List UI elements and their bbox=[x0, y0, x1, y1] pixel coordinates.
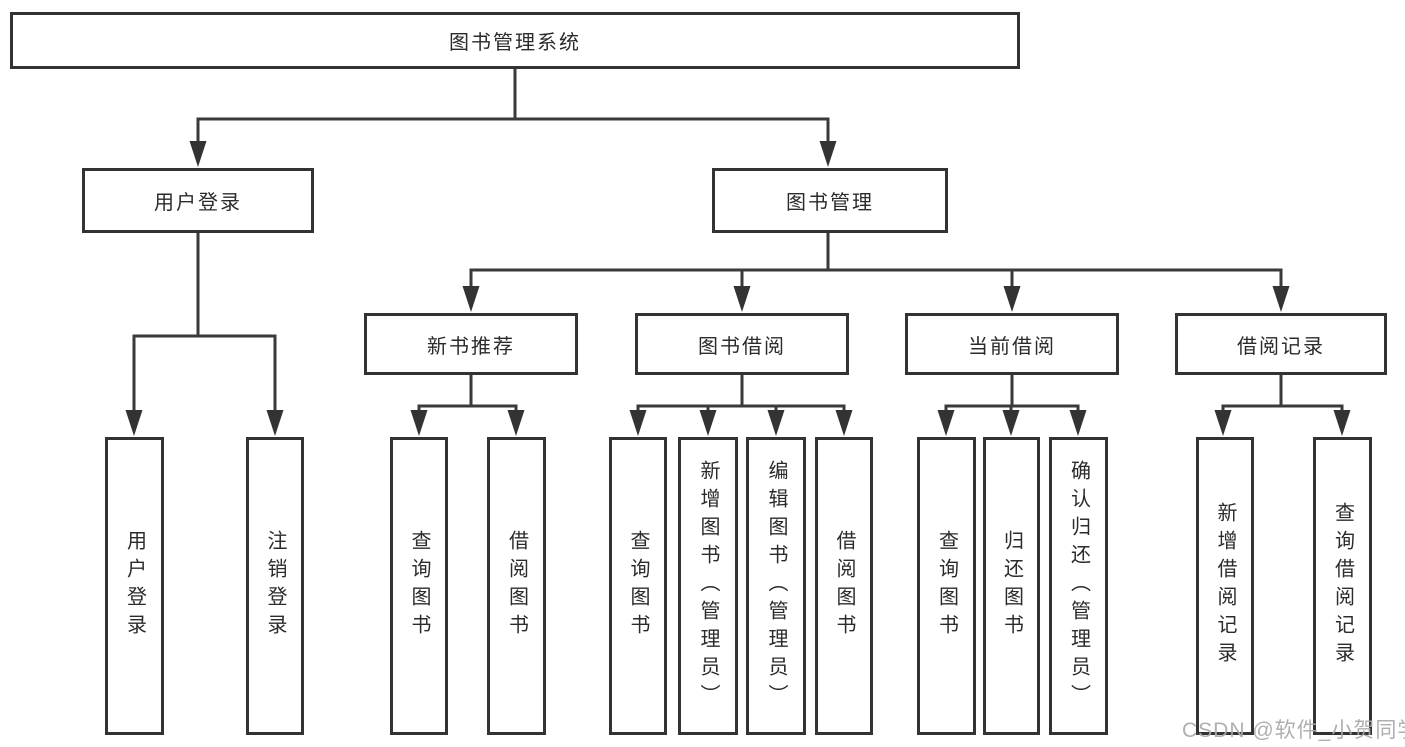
arrowhead-icons bbox=[125, 141, 1351, 436]
node-root-label: 图书管理系统 bbox=[449, 32, 581, 54]
node-user-login-label: 用户登录 bbox=[154, 192, 242, 214]
leaf-user-login-label: 用户登录 bbox=[123, 530, 146, 642]
node-book-borrowing-label: 图书借阅 bbox=[698, 335, 786, 358]
node-book-management-label: 图书管理 bbox=[786, 192, 874, 214]
leaf-return-books: 归还图书 bbox=[983, 437, 1040, 735]
csdn-watermark-text: CSDN @软件_小贺同学 bbox=[1182, 719, 1405, 742]
leaf-query-books-current: 查询图书 bbox=[917, 437, 976, 735]
node-book-borrowing: 图书借阅 bbox=[635, 313, 849, 375]
node-book-management: 图书管理 bbox=[712, 168, 948, 233]
leaf-add-borrow-record-label: 新增借阅记录 bbox=[1214, 502, 1236, 670]
leaf-add-books-admin-label: 新增图书（管理员） bbox=[697, 460, 719, 712]
leaf-logout: 注销登录 bbox=[246, 437, 304, 735]
leaf-query-books-recommend: 查询图书 bbox=[390, 437, 448, 735]
leaf-borrow-books: 借阅图书 bbox=[815, 437, 873, 735]
leaf-borrow-books-recommend-label: 借阅图书 bbox=[505, 530, 528, 642]
leaf-return-books-label: 归还图书 bbox=[1000, 530, 1023, 642]
leaf-borrow-books-label: 借阅图书 bbox=[833, 530, 855, 642]
leaf-borrow-books-recommend: 借阅图书 bbox=[487, 437, 546, 735]
leaf-user-login: 用户登录 bbox=[105, 437, 164, 735]
leaf-add-books-admin: 新增图书（管理员） bbox=[678, 437, 738, 735]
leaf-edit-books-admin: 编辑图书（管理员） bbox=[746, 437, 806, 735]
node-root-system: 图书管理系统 bbox=[10, 12, 1020, 69]
leaf-query-books-borrow-label: 查询图书 bbox=[627, 530, 649, 642]
node-borrowing-records: 借阅记录 bbox=[1175, 313, 1387, 375]
node-current-borrowing: 当前借阅 bbox=[905, 313, 1119, 375]
node-current-borrowing-label: 当前借阅 bbox=[968, 335, 1056, 358]
leaf-confirm-return-admin: 确认归还（管理员） bbox=[1049, 437, 1108, 735]
leaf-query-books-recommend-label: 查询图书 bbox=[408, 530, 430, 642]
leaf-confirm-return-admin-label: 确认归还（管理员） bbox=[1067, 460, 1090, 712]
node-user-login: 用户登录 bbox=[82, 168, 314, 233]
leaf-add-borrow-record: 新增借阅记录 bbox=[1196, 437, 1254, 735]
leaf-query-books-current-label: 查询图书 bbox=[935, 530, 958, 642]
leaf-query-books-borrow: 查询图书 bbox=[609, 437, 667, 735]
node-borrowing-records-label: 借阅记录 bbox=[1237, 335, 1325, 358]
leaf-logout-label: 注销登录 bbox=[264, 530, 286, 642]
node-new-book-recommendation: 新书推荐 bbox=[364, 313, 578, 375]
leaf-edit-books-admin-label: 编辑图书（管理员） bbox=[765, 460, 787, 712]
leaf-query-borrow-record-label: 查询借阅记录 bbox=[1331, 502, 1354, 670]
node-new-book-recommendation-label: 新书推荐 bbox=[427, 335, 515, 358]
leaf-query-borrow-record: 查询借阅记录 bbox=[1313, 437, 1372, 735]
csdn-watermark: CSDN @软件_小贺同学 bbox=[1182, 714, 1405, 744]
